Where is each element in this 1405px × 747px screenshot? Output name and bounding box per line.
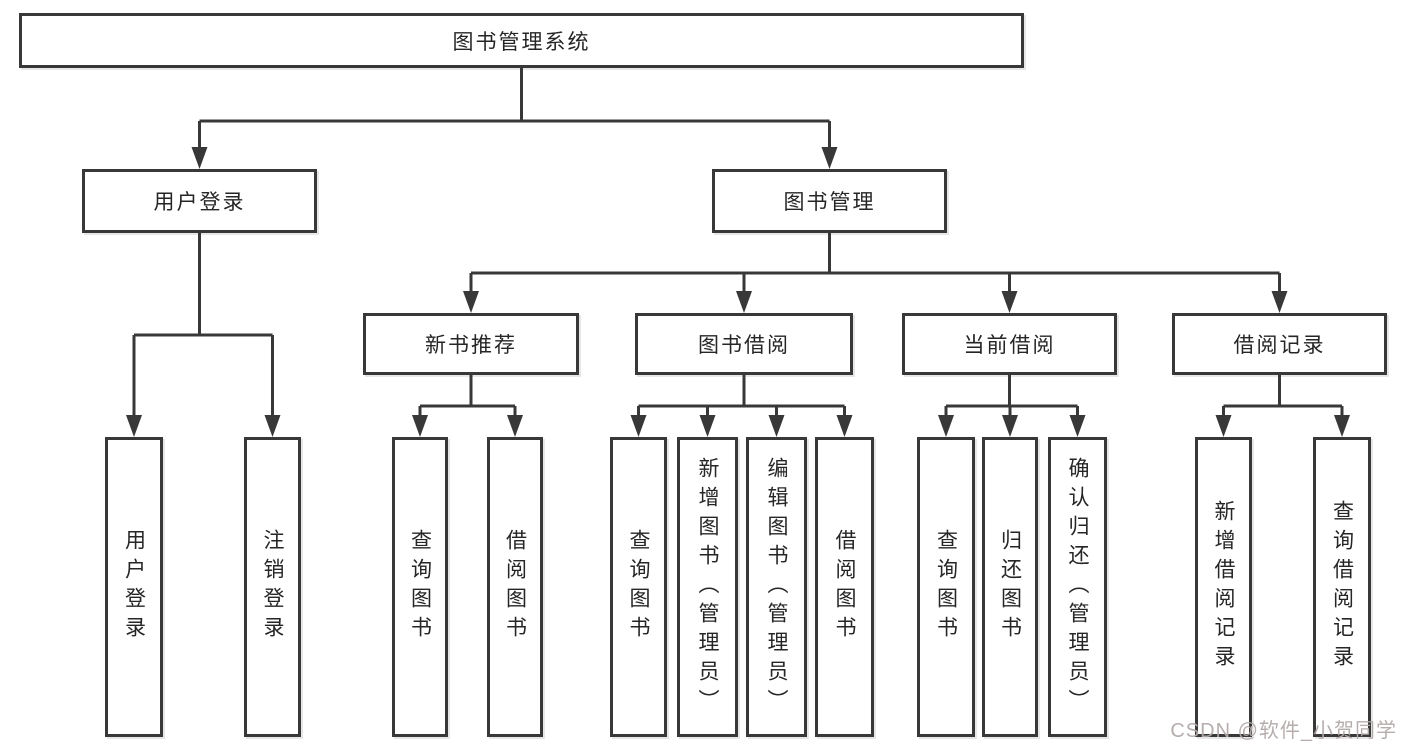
leaf-query-borrow-record: 查询借阅记录 bbox=[1313, 437, 1371, 737]
arrowheads bbox=[126, 147, 1350, 437]
leaf-borrow-books-label: 借阅图书 bbox=[833, 529, 856, 645]
leaf-query-books-recommend-label: 查询图书 bbox=[408, 529, 432, 645]
node-new-book-recommend-label: 新书推荐 bbox=[425, 334, 517, 357]
leaf-edit-book-admin-label: 编辑图书（管理员） bbox=[765, 456, 788, 718]
node-user-login: 用户登录 bbox=[82, 169, 317, 233]
leaf-logout: 注销登录 bbox=[244, 437, 301, 737]
leaf-query-books-borrow: 查询图书 bbox=[610, 437, 667, 737]
leaf-add-borrow-record-label: 新增借阅记录 bbox=[1212, 500, 1235, 674]
node-root-label: 图书管理系统 bbox=[452, 30, 591, 54]
leaf-query-books-borrow-label: 查询图书 bbox=[627, 529, 650, 645]
node-current-borrowing-label: 当前借阅 bbox=[963, 334, 1056, 357]
leaf-borrow-books-recommend: 借阅图书 bbox=[487, 437, 543, 737]
leaf-confirm-return-admin: 确认归还（管理员） bbox=[1048, 437, 1107, 737]
node-new-book-recommend: 新书推荐 bbox=[363, 313, 579, 375]
leaf-query-books-recommend: 查询图书 bbox=[392, 437, 448, 737]
node-borrow-records: 借阅记录 bbox=[1172, 313, 1387, 375]
node-book-management-label: 图书管理 bbox=[783, 191, 876, 214]
leaf-return-book-label: 归还图书 bbox=[998, 529, 1022, 645]
node-book-borrowing-label: 图书借阅 bbox=[698, 334, 790, 357]
leaf-borrow-books-recommend-label: 借阅图书 bbox=[503, 529, 527, 645]
node-book-borrowing: 图书借阅 bbox=[635, 313, 853, 375]
node-borrow-records-label: 借阅记录 bbox=[1233, 334, 1326, 357]
leaf-add-book-admin-label: 新增图书（管理员） bbox=[696, 456, 719, 718]
leaf-query-books-current-label: 查询图书 bbox=[934, 529, 958, 645]
node-book-management: 图书管理 bbox=[712, 169, 947, 233]
leaf-logout-label: 注销登录 bbox=[261, 529, 284, 645]
node-root: 图书管理系统 bbox=[19, 13, 1024, 68]
node-user-login-label: 用户登录 bbox=[153, 191, 246, 214]
leaf-query-borrow-record-label: 查询借阅记录 bbox=[1330, 500, 1354, 674]
leaf-user-login-label: 用户登录 bbox=[122, 529, 146, 645]
leaf-edit-book-admin: 编辑图书（管理员） bbox=[746, 437, 807, 737]
csdn-watermark: CSDN @软件_小贺同学 bbox=[1170, 720, 1397, 742]
leaf-borrow-books: 借阅图书 bbox=[815, 437, 874, 737]
leaf-user-login: 用户登录 bbox=[105, 437, 163, 737]
node-current-borrowing: 当前借阅 bbox=[902, 313, 1117, 375]
leaf-add-borrow-record: 新增借阅记录 bbox=[1195, 437, 1252, 737]
leaf-query-books-current: 查询图书 bbox=[917, 437, 975, 737]
leaf-add-book-admin: 新增图书（管理员） bbox=[677, 437, 738, 737]
leaf-confirm-return-admin-label: 确认归还（管理员） bbox=[1066, 456, 1089, 718]
leaf-return-book: 归还图书 bbox=[982, 437, 1038, 737]
